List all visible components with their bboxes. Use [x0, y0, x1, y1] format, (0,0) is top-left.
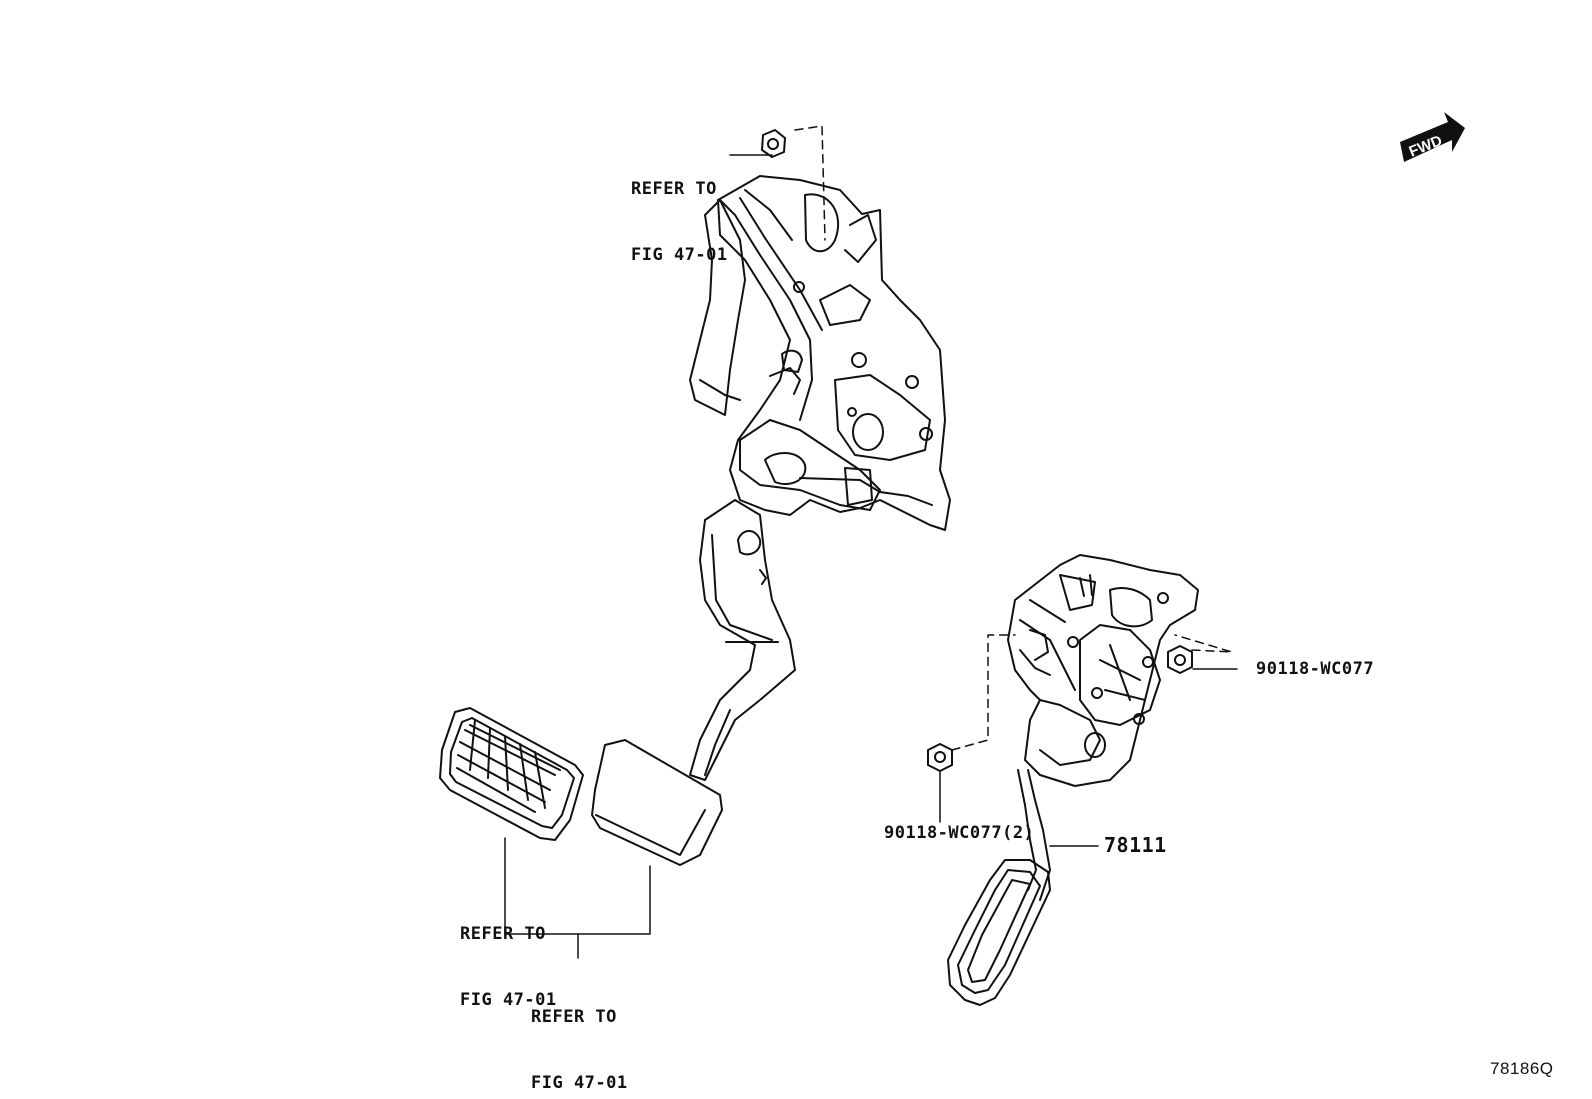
callout-refer-bottom-line1: REFER TO — [531, 1007, 617, 1027]
part-number-nut-left: 90118-WC077(2) — [884, 823, 1035, 843]
figure-id: 78186Q — [1490, 1059, 1554, 1078]
nut-top — [761, 129, 786, 158]
leader-lines — [504, 154, 1238, 959]
fwd-arrow-icon: FWD — [1400, 112, 1465, 162]
callout-refer-bottom-line2: FIG 47-01 — [531, 1073, 628, 1093]
callout-refer-top-line1: REFER TO — [631, 179, 717, 199]
brake-pedal-pad — [591, 739, 723, 866]
brake-pedal-arm — [689, 499, 796, 781]
fwd-label: FWD — [1407, 132, 1445, 161]
part-number-accelerator-pedal: 78111 — [1104, 833, 1167, 857]
nut-left — [927, 743, 953, 772]
nut-right — [1167, 645, 1193, 674]
part-number-nut-right: 90118-WC077 — [1256, 659, 1375, 679]
callout-refer-top-line2: FIG 47-01 — [631, 245, 728, 265]
brake-pedal-bracket — [689, 175, 951, 531]
callout-refer-mid-line1: REFER TO — [460, 924, 546, 944]
accelerator-pedal-assembly — [947, 554, 1199, 1006]
callout-refer-mid-line2: FIG 47-01 — [460, 990, 557, 1010]
callout-refer-mid: REFER TO FIG 47-01 — [460, 879, 557, 1055]
assembly-guides — [794, 125, 1233, 751]
callout-refer-bottom: REFER TO FIG 47-01 — [531, 962, 628, 1099]
pedal-pad-cover — [439, 707, 584, 841]
callout-refer-top: REFER TO FIG 47-01 — [631, 134, 728, 310]
